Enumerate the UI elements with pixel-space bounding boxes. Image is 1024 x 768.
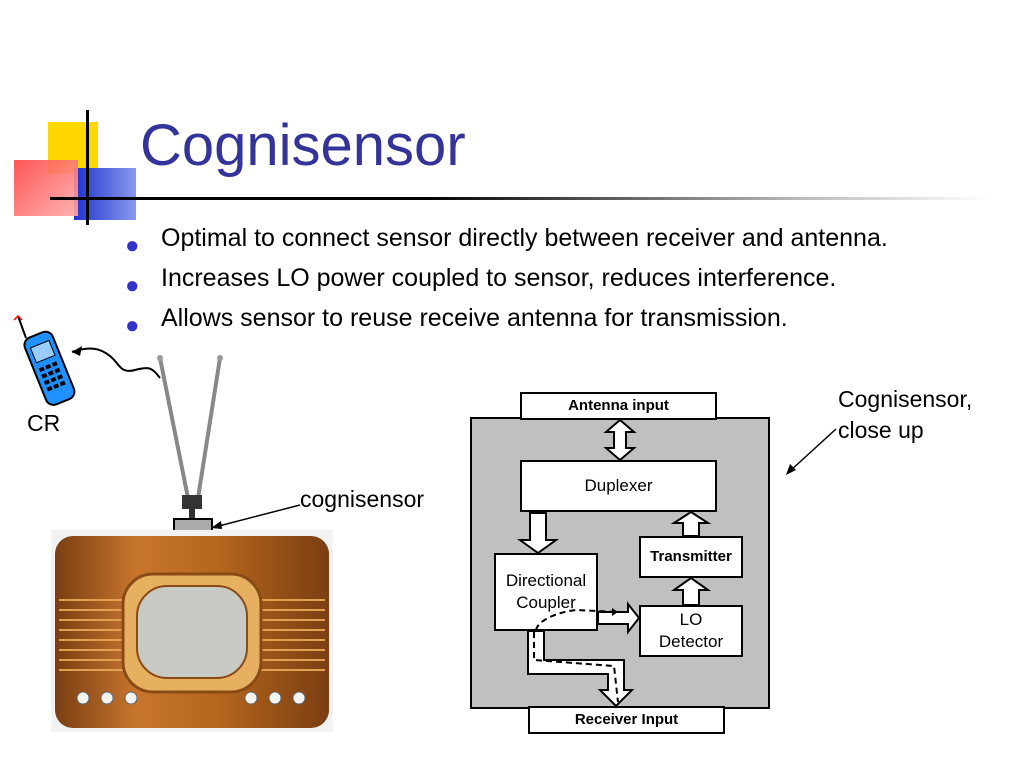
receiver-input-box: Receiver Input bbox=[528, 706, 725, 734]
closeup-caption-line1: Cognisensor, bbox=[838, 386, 973, 412]
detector-label-line1: LO bbox=[679, 610, 703, 629]
sensor-pointer-arrow bbox=[211, 504, 301, 529]
block-diagram: Antenna input Duplexer Transmitter Direc… bbox=[468, 390, 770, 735]
antenna-input-box: Antenna input bbox=[520, 392, 717, 420]
closeup-pointer-arrow bbox=[786, 428, 837, 475]
bullet-list: ●Optimal to connect sensor directly betw… bbox=[125, 218, 888, 339]
wireless-link-line bbox=[71, 346, 161, 379]
cognisensor-label: cognisensor bbox=[300, 486, 425, 512]
cr-label: CR bbox=[27, 410, 61, 436]
bullet-item: ●Increases LO power coupled to sensor, r… bbox=[125, 264, 837, 299]
logo-decoration bbox=[14, 110, 144, 225]
detector-label-line2: Detector bbox=[658, 632, 724, 651]
title-underline bbox=[50, 197, 990, 200]
coupler-label-line1: Directional bbox=[505, 571, 587, 590]
tv-antenna-icon bbox=[157, 355, 223, 520]
bullet-item: ●Allows sensor to reuse receive antenna … bbox=[125, 304, 788, 339]
duplexer-box: Duplexer bbox=[520, 460, 717, 512]
closeup-caption-line2: close up bbox=[838, 417, 924, 443]
signal-flow-arrows bbox=[516, 418, 712, 708]
coupler-label-line2: Coupler bbox=[516, 593, 576, 612]
bullet-item: ●Optimal to connect sensor directly betw… bbox=[125, 224, 888, 259]
closeup-caption: Cognisensor, close up bbox=[838, 384, 972, 446]
cell-phone-icon bbox=[13, 314, 76, 406]
television-icon bbox=[51, 530, 333, 732]
slide-title: Cognisensor bbox=[140, 113, 466, 178]
